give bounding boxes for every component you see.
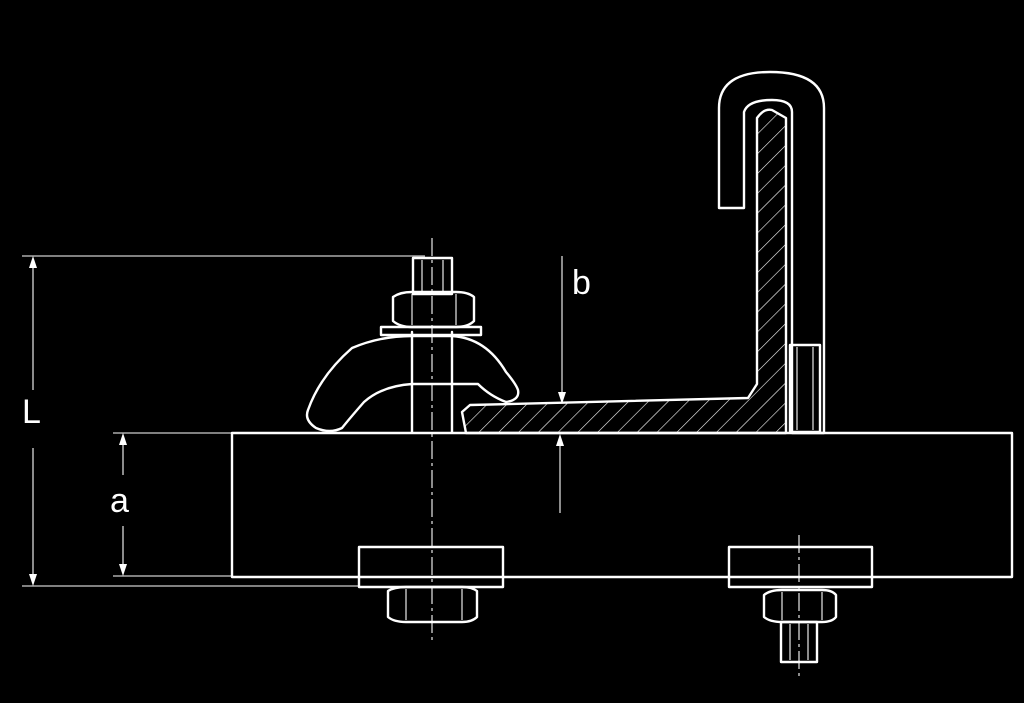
left-bolt-thread-end <box>411 256 454 296</box>
lower-clamp-block-right <box>727 545 874 589</box>
dimension-b: b <box>556 256 591 513</box>
left-top-nut <box>391 290 476 329</box>
dimension-l: L <box>22 255 425 587</box>
hook-thread-section <box>788 343 822 434</box>
hatched-bracket <box>460 108 788 435</box>
base-plate <box>230 431 1014 579</box>
dimension-label-l: L <box>22 393 41 431</box>
left-bottom-nut <box>386 585 479 624</box>
upper-clamp-jaw <box>305 334 520 433</box>
dimension-label-a: a <box>110 482 129 520</box>
right-bolt <box>762 588 838 664</box>
left-bolt <box>379 256 483 624</box>
left-washer <box>379 325 483 337</box>
j-hook <box>717 70 826 435</box>
right-bottom-nut <box>762 588 838 624</box>
dimension-a: a <box>110 432 232 577</box>
lower-clamp-block-left <box>357 545 505 589</box>
dimension-label-b: b <box>572 264 591 302</box>
